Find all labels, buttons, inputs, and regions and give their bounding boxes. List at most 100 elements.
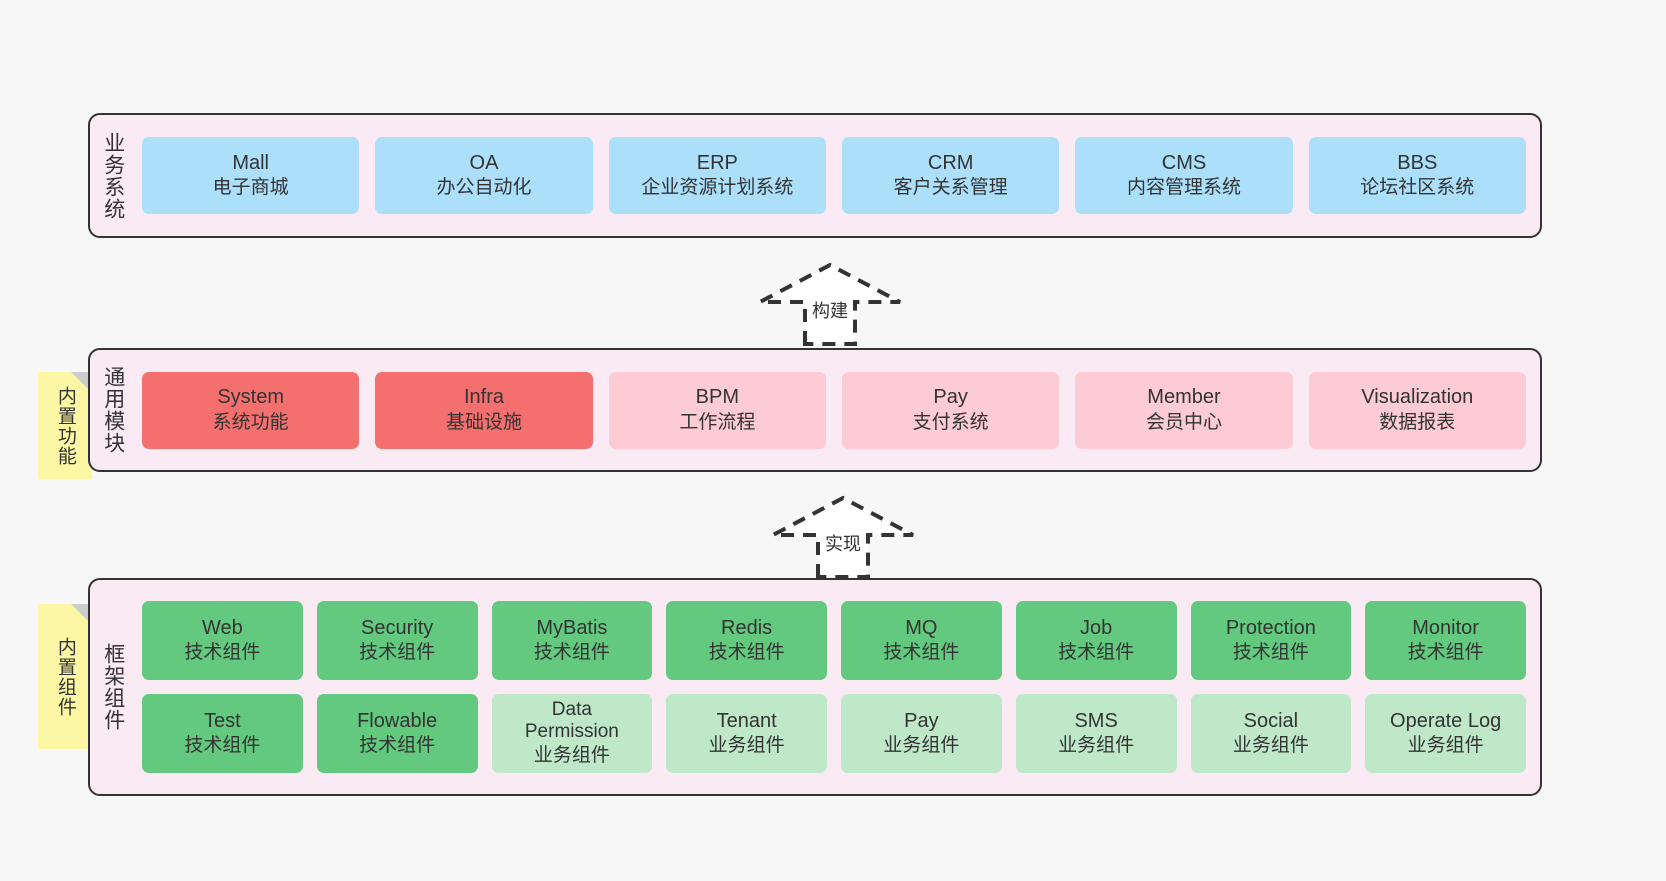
node-flowable[interactable]: Flowable 技术组件 — [316, 694, 478, 773]
node-visualization-en: Visualization — [1361, 386, 1474, 409]
node-test-cn: 技术组件 — [184, 735, 261, 757]
node-job-cn: 技术组件 — [1058, 642, 1135, 664]
node-operate-log[interactable]: Operate Log 业务组件 — [1365, 694, 1526, 773]
node-infra-cn: 基础设施 — [445, 411, 522, 433]
node-test[interactable]: Test 技术组件 — [142, 694, 303, 773]
node-mall[interactable]: Mall 电子商城 — [142, 137, 360, 214]
node-social-cn: 业务组件 — [1232, 735, 1309, 757]
sticky-note-builtin-components-label: 内置组件 — [54, 636, 76, 717]
node-data-permission-en-2: Permission — [524, 721, 619, 743]
node-oa[interactable]: OA 办公自动化 — [375, 137, 593, 214]
node-mybatis-cn: 技术组件 — [533, 642, 610, 664]
node-mybatis[interactable]: MyBatis 技术组件 — [491, 601, 653, 680]
node-monitor[interactable]: Monitor 技术组件 — [1365, 601, 1526, 680]
node-pay-component-en: Pay — [904, 709, 939, 732]
node-erp-cn: 企业资源计划系统 — [641, 177, 794, 199]
node-security-cn: 技术组件 — [359, 642, 436, 664]
node-sms-cn: 业务组件 — [1058, 735, 1135, 757]
node-redis[interactable]: Redis 技术组件 — [666, 601, 827, 680]
framework-row-technical: Web 技术组件 Security 技术组件 MyBatis 技术组件 Redi… — [142, 601, 1526, 680]
layer-modules-body: System 系统功能 Infra 基础设施 BPM 工作流程 Pay 支付系统… — [136, 350, 1540, 470]
node-security[interactable]: Security 技术组件 — [316, 601, 478, 680]
node-pay-component[interactable]: Pay 业务组件 — [841, 694, 1002, 773]
node-cms-cn: 内容管理系统 — [1126, 177, 1241, 199]
node-member-en: Member — [1147, 386, 1221, 409]
node-cms-en: CMS — [1161, 151, 1207, 174]
node-erp[interactable]: ERP 企业资源计划系统 — [608, 137, 826, 214]
node-operate-log-en: Operate Log — [1390, 709, 1502, 732]
node-web[interactable]: Web 技术组件 — [142, 601, 303, 680]
node-system-en: System — [217, 386, 284, 409]
node-bpm-en: BPM — [695, 386, 739, 409]
folded-corner-icon — [71, 604, 92, 625]
node-redis-cn: 技术组件 — [708, 642, 785, 664]
layer-business-systems: 业务系统 Mall 电子商城 OA 办公自动化 ERP 企业资源计划系统 CRM… — [88, 113, 1542, 238]
node-tenant-cn: 业务组件 — [708, 735, 785, 757]
node-redis-en: Redis — [721, 616, 773, 639]
node-flowable-cn: 技术组件 — [359, 735, 436, 757]
node-social-en: Social — [1243, 709, 1299, 732]
node-monitor-en: Monitor — [1412, 616, 1479, 639]
sticky-note-builtin-features-label: 内置功能 — [54, 385, 76, 466]
node-visualization[interactable]: Visualization 数据报表 — [1308, 371, 1526, 449]
arrow-build: 构建 — [757, 262, 903, 346]
arrow-implement-label: 实现 — [825, 534, 861, 554]
layer-modules-title: 通用模块 — [101, 366, 125, 454]
node-member[interactable]: Member 会员中心 — [1075, 371, 1293, 449]
node-data-permission-cn: 业务组件 — [533, 744, 610, 766]
node-mq[interactable]: MQ 技术组件 — [841, 601, 1002, 680]
node-infra[interactable]: Infra 基础设施 — [375, 371, 593, 449]
node-pay-component-cn: 业务组件 — [883, 735, 960, 757]
framework-row-business: Test 技术组件 Flowable 技术组件 Data Permission … — [142, 694, 1526, 773]
node-crm-en: CRM — [927, 151, 974, 174]
sticky-note-builtin-components: 内置组件 — [38, 604, 92, 749]
node-protection-en: Protection — [1225, 616, 1316, 639]
node-monitor-cn: 技术组件 — [1407, 642, 1484, 664]
layer-framework-title: 框架组件 — [101, 643, 125, 731]
node-tenant[interactable]: Tenant 业务组件 — [666, 694, 827, 773]
node-sms[interactable]: SMS 业务组件 — [1015, 694, 1177, 773]
node-test-en: Test — [204, 709, 241, 732]
node-infra-en: Infra — [463, 386, 504, 409]
node-system[interactable]: System 系统功能 — [142, 371, 360, 449]
node-visualization-cn: 数据报表 — [1379, 411, 1456, 433]
node-bbs-cn: 论坛社区系统 — [1360, 177, 1475, 199]
node-pay-module-cn: 支付系统 — [912, 411, 989, 433]
layer-business-title: 业务系统 — [101, 131, 125, 220]
node-bpm[interactable]: BPM 工作流程 — [608, 371, 826, 449]
node-mall-en: Mall — [232, 151, 269, 174]
node-pay-module-en: Pay — [933, 386, 968, 409]
node-job[interactable]: Job 技术组件 — [1015, 601, 1177, 680]
node-oa-en: OA — [469, 151, 499, 174]
node-flowable-en: Flowable — [357, 709, 438, 732]
node-bbs-en: BBS — [1397, 151, 1438, 174]
node-member-cn: 会员中心 — [1145, 411, 1222, 433]
layer-framework-body: Web 技术组件 Security 技术组件 MyBatis 技术组件 Redi… — [136, 580, 1540, 794]
node-mybatis-en: MyBatis — [536, 616, 608, 639]
node-social[interactable]: Social 业务组件 — [1190, 694, 1352, 773]
node-security-en: Security — [361, 616, 434, 639]
node-crm[interactable]: CRM 客户关系管理 — [841, 137, 1060, 214]
node-operate-log-cn: 业务组件 — [1407, 735, 1484, 757]
node-protection[interactable]: Protection 技术组件 — [1190, 601, 1352, 680]
layer-common-modules: 通用模块 System 系统功能 Infra 基础设施 BPM 工作流程 Pay… — [88, 348, 1542, 472]
node-web-en: Web — [201, 616, 243, 639]
node-data-permission[interactable]: Data Permission 业务组件 — [491, 694, 653, 773]
node-web-cn: 技术组件 — [184, 642, 261, 664]
arrow-implement: 实现 — [770, 495, 916, 579]
node-cms[interactable]: CMS 内容管理系统 — [1075, 137, 1293, 214]
layer-business-body: Mall 电子商城 OA 办公自动化 ERP 企业资源计划系统 CRM 客户关系… — [136, 115, 1540, 236]
node-sms-en: SMS — [1074, 709, 1118, 732]
node-pay-module[interactable]: Pay 支付系统 — [841, 371, 1060, 449]
node-tenant-en: Tenant — [716, 709, 777, 732]
node-system-cn: 系统功能 — [212, 411, 289, 433]
node-erp-en: ERP — [696, 151, 738, 174]
sticky-note-builtin-features: 内置功能 — [38, 372, 92, 479]
node-protection-cn: 技术组件 — [1232, 642, 1309, 664]
node-bbs[interactable]: BBS 论坛社区系统 — [1308, 137, 1526, 214]
node-mall-cn: 电子商城 — [212, 177, 289, 199]
node-bpm-cn: 工作流程 — [679, 411, 756, 433]
node-mq-en: MQ — [905, 616, 938, 639]
node-mq-cn: 技术组件 — [883, 642, 960, 664]
